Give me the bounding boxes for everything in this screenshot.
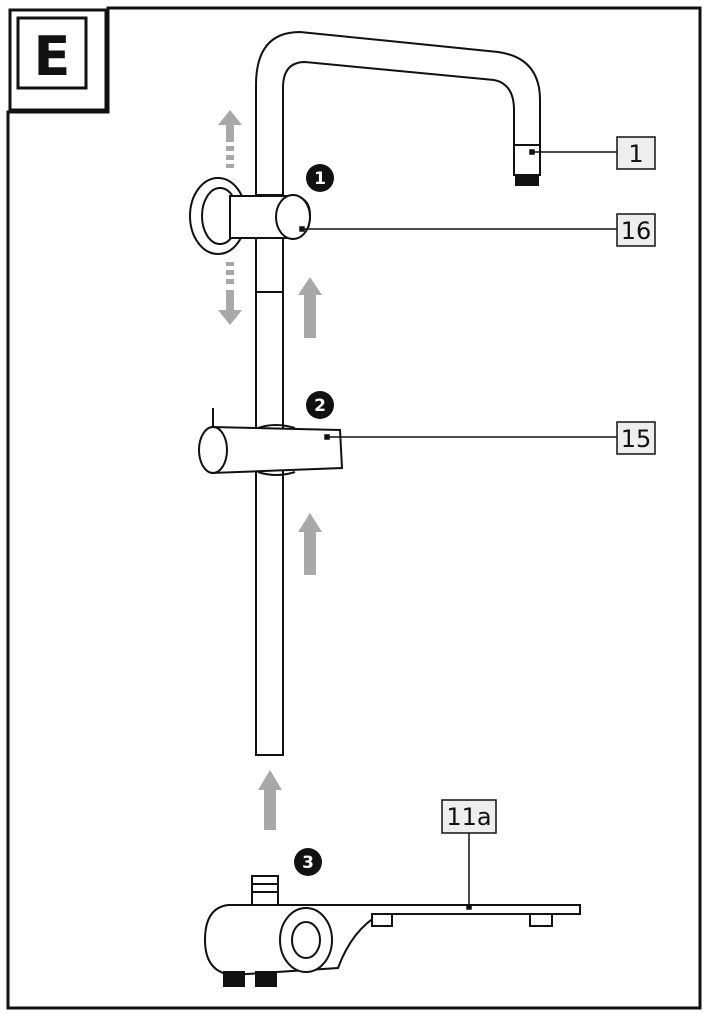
svg-text:16: 16 <box>621 217 652 245</box>
mixer-bracket <box>203 875 581 987</box>
svg-text:1: 1 <box>628 140 643 168</box>
part-label: 1 <box>616 136 656 170</box>
part-label: 16 <box>616 213 656 247</box>
arrow-up-icon <box>218 110 242 168</box>
arrow-up-icon <box>298 513 322 575</box>
leader-lines <box>299 149 617 910</box>
slider-holder <box>198 408 344 476</box>
shower-arm <box>255 30 541 195</box>
badge-letter: E <box>34 25 71 88</box>
movement-arrows <box>218 110 322 830</box>
arrow-up-icon <box>298 277 322 338</box>
step-badge: 2 <box>306 391 334 419</box>
figure-badge: E <box>8 8 108 112</box>
svg-text:1: 1 <box>314 169 326 189</box>
step-badge: 3 <box>294 848 322 876</box>
svg-text:15: 15 <box>621 425 652 453</box>
svg-text:2: 2 <box>314 396 326 416</box>
part-label: 11a <box>441 799 497 834</box>
wall-bracket <box>189 177 312 255</box>
svg-text:3: 3 <box>302 853 314 873</box>
figure-frame <box>6 6 702 1010</box>
step-badge: 1 <box>306 164 334 192</box>
arrow-down-icon <box>218 262 242 325</box>
part-label: 15 <box>616 421 656 455</box>
svg-text:11a: 11a <box>446 803 491 831</box>
arrow-up-icon <box>258 770 282 830</box>
